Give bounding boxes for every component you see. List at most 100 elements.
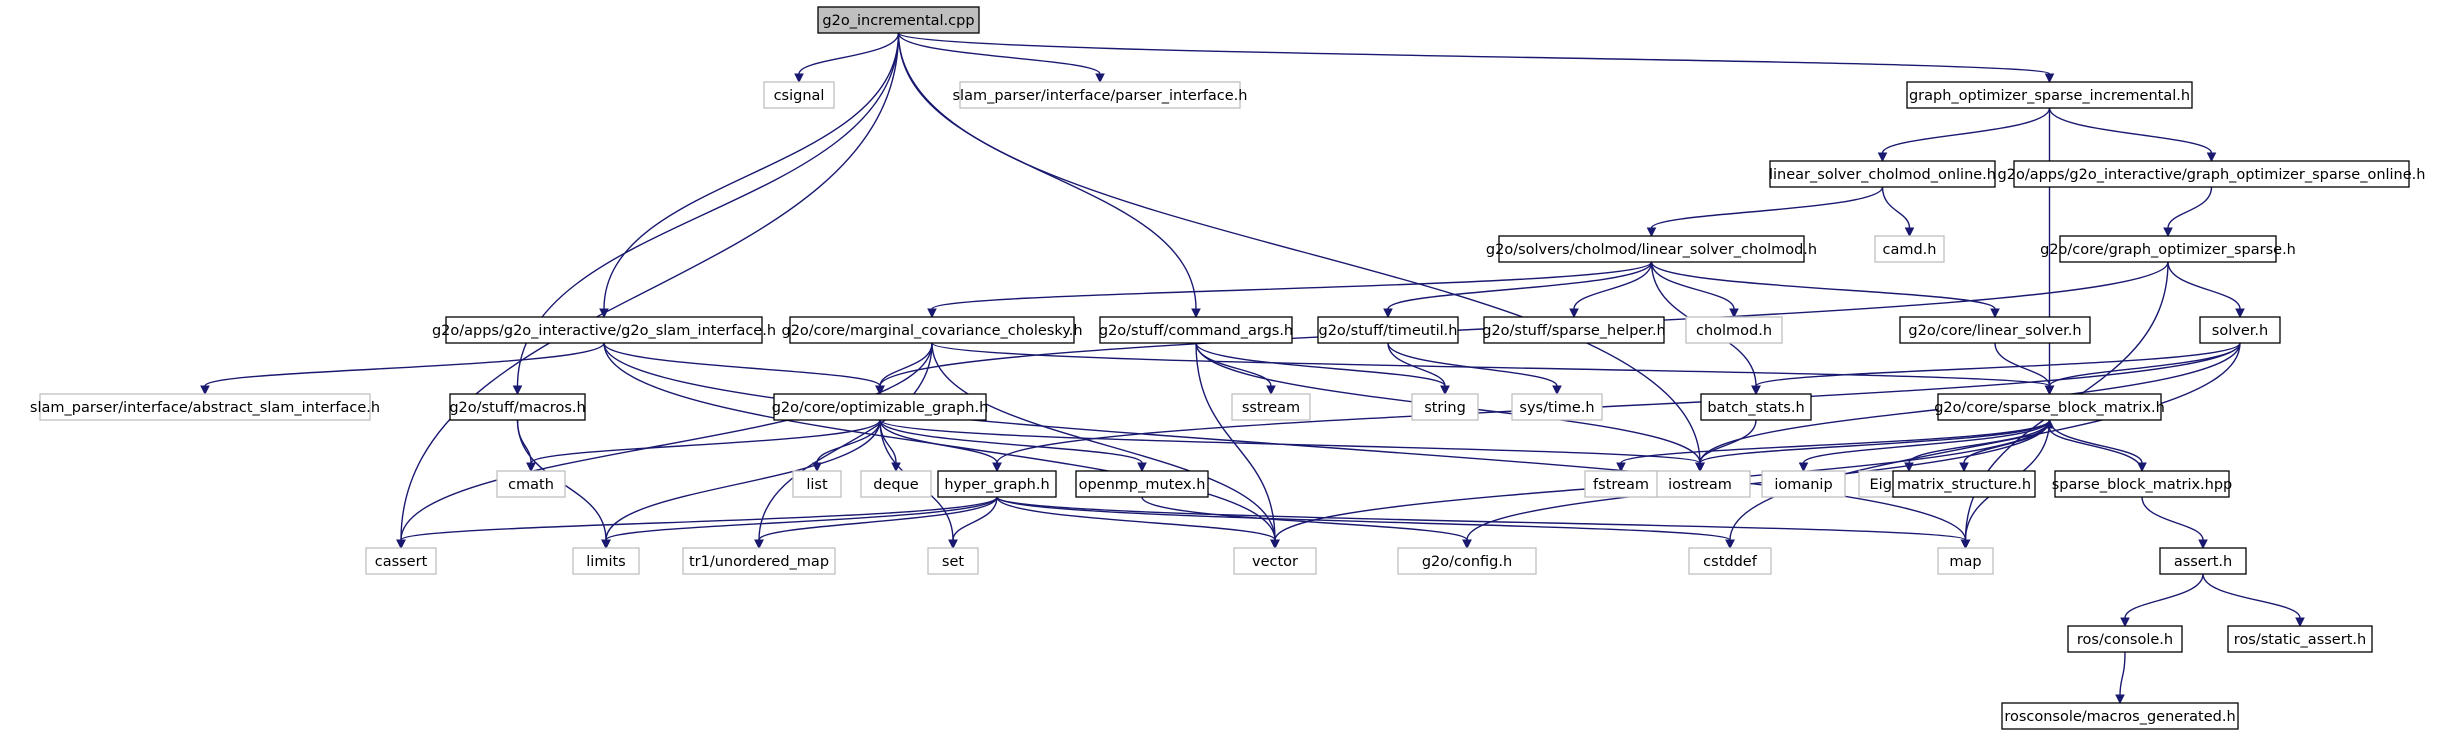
node-label: g2o/stuff/macros.h: [449, 400, 585, 416]
edge-sbm-to-fstream: [1616, 419, 2051, 473]
node-label: string: [1424, 400, 1466, 416]
arrowhead-icon: [200, 385, 210, 396]
arrowhead-icon: [601, 539, 611, 550]
arrowhead-icon: [2044, 73, 2055, 84]
node-label: hyper_graph.h: [944, 477, 1049, 493]
node-hyper[interactable]: hyper_graph.h: [937, 470, 1057, 498]
node-label: g2o/solvers/cholmod/linear_solver_cholmo…: [1486, 242, 1817, 258]
node-matstruct[interactable]: matrix_structure.h: [1892, 470, 2036, 498]
edge-lscho-to-camd: [1881, 186, 1915, 238]
arrowhead-icon: [1440, 385, 1450, 396]
node-omp[interactable]: openmp_mutex.h: [1075, 470, 1209, 498]
node-label: ros/static_assert.h: [2234, 632, 2366, 648]
node-box: [682, 547, 836, 575]
node-batch[interactable]: batch_stats.h: [1700, 393, 1812, 421]
node-box: [2059, 235, 2277, 263]
edge-linsolver-to-sbm: [1994, 342, 2055, 396]
node-mcc[interactable]: g2o/core/marginal_covariance_cholesky.h: [781, 316, 1083, 344]
node-box: [1769, 160, 1996, 188]
edge-gos_online-to-gos: [2163, 186, 2213, 238]
node-set: set: [927, 547, 979, 575]
edge-gos-to-solver: [2167, 261, 2245, 319]
node-box: [1584, 470, 1658, 498]
edge-sbm-to-sbmhpp: [2048, 419, 2147, 473]
arrowhead-icon: [1904, 462, 1914, 473]
node-box: [1906, 81, 2193, 109]
node-gos_inc[interactable]: graph_optimizer_sparse_incremental.h: [1906, 81, 2193, 109]
node-sbmhpp[interactable]: sparse_block_matrix.hpp: [2052, 470, 2233, 498]
edge-lscho-to-lsc: [1646, 186, 1884, 238]
node-label: graph_optimizer_sparse_incremental.h: [1909, 88, 2190, 104]
edge-hyper-to-tr1: [754, 496, 998, 550]
node-label: ros/console.h: [2077, 632, 2173, 648]
node-lsc[interactable]: g2o/solvers/cholmod/linear_solver_cholmo…: [1486, 235, 1817, 263]
node-rosmacros[interactable]: rosconsole/macros_generated.h: [2001, 702, 2239, 730]
edge-hyper-to-set: [948, 496, 998, 550]
node-optgraph[interactable]: g2o/core/optimizable_graph.h: [772, 393, 989, 421]
node-box: [1874, 235, 1945, 263]
edge-optgraph-to-hyper: [879, 419, 1002, 473]
node-label: g2o/config.h: [1422, 554, 1512, 570]
arrowhead-icon: [2235, 308, 2245, 319]
arrowhead-icon: [1462, 539, 1472, 550]
edge-omp-to-config: [1141, 496, 1472, 550]
node-gos[interactable]: g2o/core/graph_optimizer_sparse.h: [2040, 235, 2296, 263]
node-label: cmath: [508, 477, 554, 493]
arrowhead-icon: [1646, 227, 1657, 238]
node-macros[interactable]: g2o/stuff/macros.h: [449, 393, 586, 421]
node-label: iostream: [1668, 477, 1732, 493]
node-box: [2067, 625, 2183, 653]
arrowhead-icon: [396, 539, 406, 550]
node-vector: vector: [1233, 547, 1317, 575]
edge-solver-to-batch: [1751, 342, 2241, 396]
node-cstddef: cstddef: [1688, 547, 1772, 575]
edge-sbm-to-iomanip: [1798, 419, 2051, 473]
node-box: [1511, 393, 1603, 421]
node-slam_if[interactable]: g2o/apps/g2o_interactive/g2o_slam_interf…: [432, 316, 776, 344]
edge-hyper-to-vector: [996, 496, 1280, 550]
edge-root-to-cmdargs: [897, 32, 1201, 319]
node-cmdargs[interactable]: g2o/stuff/command_args.h: [1099, 316, 1293, 344]
arrowhead-icon: [948, 539, 958, 550]
node-label: g2o/core/marginal_covariance_cholesky.h: [781, 323, 1082, 339]
node-box: [1099, 316, 1293, 344]
node-label: g2o/core/sparse_block_matrix.h: [1934, 400, 2165, 416]
arrowhead-icon: [2198, 539, 2208, 550]
node-limits: limits: [572, 547, 640, 575]
node-linsolver[interactable]: g2o/core/linear_solver.h: [1899, 316, 2091, 344]
node-lscho[interactable]: linear_solver_cholmod_online.h: [1769, 160, 1996, 188]
node-solver[interactable]: solver.h: [2199, 316, 2281, 344]
arrowhead-icon: [1990, 308, 2000, 319]
node-label: map: [1949, 554, 1981, 570]
edge-hyper-to-limits: [601, 496, 998, 550]
node-timeutil[interactable]: g2o/stuff/timeutil.h: [1317, 316, 1459, 344]
node-sbm[interactable]: g2o/core/sparse_block_matrix.h: [1934, 393, 2165, 421]
node-root[interactable]: g2o_incremental.cpp: [817, 6, 980, 34]
node-box: [1075, 470, 1209, 498]
node-label: sparse_block_matrix.hpp: [2052, 477, 2233, 493]
node-box: [763, 81, 835, 109]
node-box: [1937, 547, 1994, 575]
node-label: batch_stats.h: [1707, 400, 1804, 416]
arrowhead-icon: [1137, 462, 1147, 473]
node-label: list: [806, 477, 828, 493]
node-iomanip: iomanip: [1761, 470, 1846, 498]
edge-sbmhpp-to-sbm: [2044, 418, 2143, 472]
node-gos_online[interactable]: g2o/apps/g2o_interactive/graph_optimizer…: [1998, 160, 2426, 188]
arrowhead-icon: [1095, 73, 1105, 84]
edge-lsc-to-linsolver: [1650, 261, 2000, 319]
node-label: csignal: [774, 88, 825, 104]
node-sstream: sstream: [1231, 393, 1311, 421]
node-box: [1761, 470, 1846, 498]
node-list: list: [792, 470, 842, 498]
node-box: [445, 316, 763, 344]
node-box: [1231, 393, 1311, 421]
node-box: [2159, 547, 2247, 575]
node-assert[interactable]: assert.h: [2159, 547, 2247, 575]
node-roscons[interactable]: ros/console.h: [2067, 625, 2183, 653]
edge-optgraph-to-cmath: [526, 419, 881, 473]
arrowhead-icon: [875, 385, 885, 396]
node-rosstatic[interactable]: ros/static_assert.h: [2227, 625, 2373, 653]
node-sparse_helper[interactable]: g2o/stuff/sparse_helper.h: [1482, 316, 1666, 344]
node-box: [1317, 316, 1459, 344]
